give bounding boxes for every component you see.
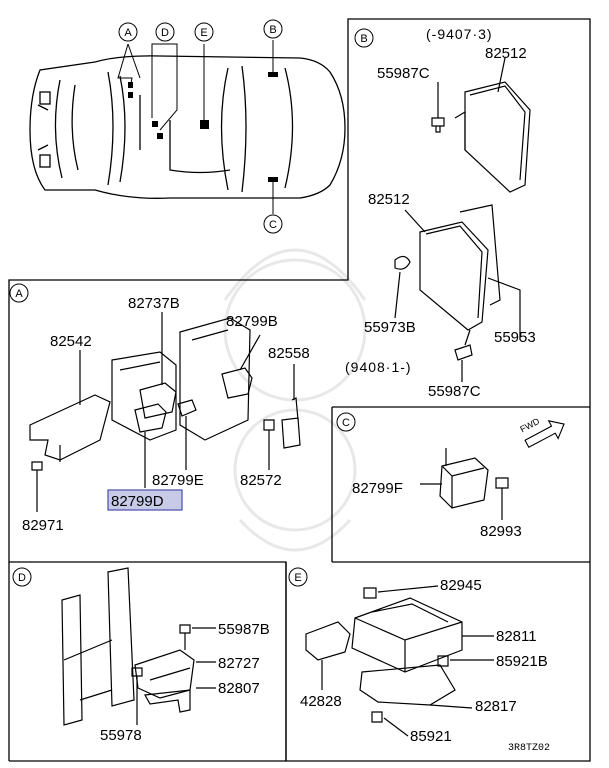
part-82727: 82727 [218,655,260,672]
highlight-box [107,489,183,511]
panel-a: A 82737B 82799B 82542 82558 82799E 82572… [9,283,310,534]
part-82512-mid: 82512 [368,191,410,208]
panel-a-tag: A [15,288,23,300]
locator-tag-e: E [200,27,207,39]
part-82799f: 82799F [352,480,403,497]
panel-e-tag: E [294,572,301,584]
part-82807: 82807 [218,680,260,697]
panel-b-note-top: (-9407·3) [426,26,493,42]
part-82542: 82542 [50,333,92,350]
part-55987b: 55987B [218,621,270,638]
panel-borders [8,18,591,762]
part-82993: 82993 [480,523,522,540]
part-82558: 82558 [268,345,310,362]
part-55987c-bottom: 55987C [428,383,481,400]
locator-leaders [117,40,274,214]
overview-car [29,55,346,199]
part-42828: 42828 [300,693,342,710]
part-55978: 55978 [100,727,142,744]
locator-tag-c: C [269,219,277,231]
part-82945: 82945 [440,577,482,594]
part-82817: 82817 [475,698,517,715]
part-55953: 55953 [494,329,536,346]
part-82737b: 82737B [128,295,180,312]
locator-tag-b: B [269,24,276,36]
part-82799d-highlighted: 82799D [111,493,164,510]
panel-d: D 55987B 82727 82807 55978 [12,567,270,744]
locator-tag-a: A [124,27,132,39]
part-55973b: 55973B [364,319,416,336]
panel-e: E 82945 82811 85921B 42828 82817 85921 3… [288,567,550,754]
panel-b: B (-9407·3) 82512 55987C 82512 55973B 55… [345,26,536,400]
locator-tags: A D E B C [118,19,283,234]
panel-d-tag: D [18,572,26,584]
part-82572: 82572 [240,472,282,489]
diagram-code: 3R8TZ02 [508,743,550,754]
part-55987c-top: 55987C [377,65,430,82]
part-85921b: 85921B [496,653,548,670]
panel-b-tag: B [360,33,367,45]
part-82811: 82811 [496,628,537,645]
locator-tag-d: D [161,27,169,39]
panel-b-note-bottom: (9408·1-) [345,359,412,375]
part-82799b: 82799B [226,313,278,330]
part-82799e: 82799E [152,472,204,489]
part-82512-top: 82512 [485,45,527,62]
part-82971: 82971 [22,517,64,534]
part-85921: 85921 [410,728,452,745]
panel-c-tag: C [342,417,350,429]
